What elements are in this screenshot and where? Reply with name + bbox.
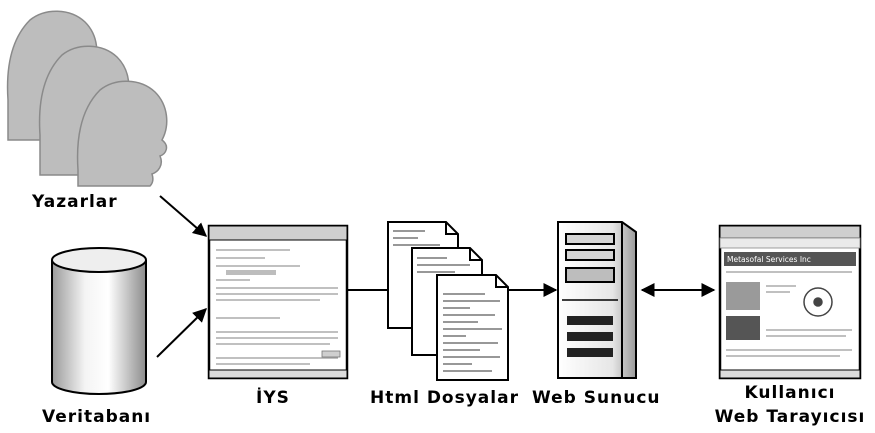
authors-icon bbox=[6, 10, 168, 187]
web-server-label: Web Sunucu bbox=[532, 388, 661, 408]
cms-label: İYS bbox=[256, 388, 290, 408]
browser-screenshot-icon bbox=[718, 224, 862, 380]
browser-label-line1: Kullanıcı bbox=[744, 383, 836, 403]
browser-label: Kullanıcı Web Tarayıcısı bbox=[704, 381, 875, 429]
cms-screenshot-icon bbox=[207, 224, 349, 380]
browser-site-title: Metasofal Services Inc bbox=[727, 255, 811, 264]
html-files-text-lines bbox=[393, 230, 502, 372]
database-label: Veritabanı bbox=[42, 407, 152, 427]
browser-label-line2: Web Tarayıcısı bbox=[714, 407, 866, 427]
web-server-icon bbox=[557, 221, 637, 379]
authors-label: Yazarlar bbox=[32, 192, 118, 212]
arrow-database-to-cms bbox=[156, 308, 208, 358]
arrow-authors-to-cms bbox=[159, 195, 208, 237]
html-files-label: Html Dosyalar bbox=[370, 388, 519, 408]
database-icon bbox=[51, 247, 147, 395]
